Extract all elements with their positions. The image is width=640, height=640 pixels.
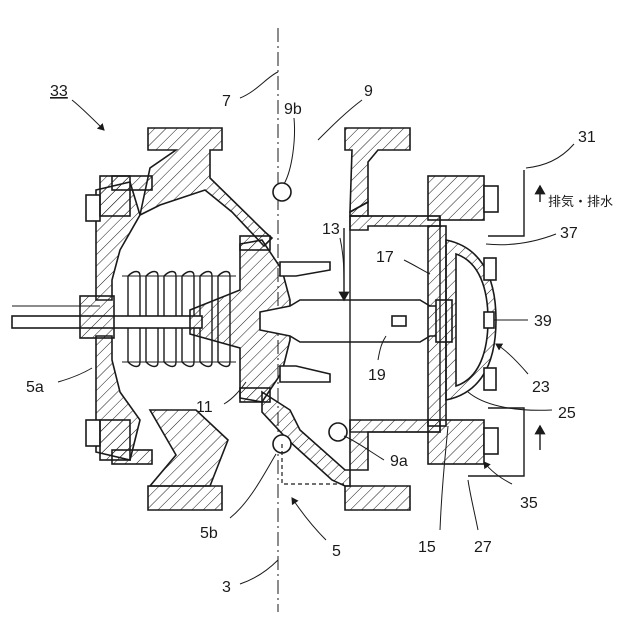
right-bolt-mid-top <box>484 258 496 280</box>
leader-3 <box>240 560 278 584</box>
label-25: 25 <box>558 405 576 422</box>
leader-5b <box>230 454 276 518</box>
label-9: 9 <box>364 83 373 100</box>
label-7: 7 <box>222 93 231 110</box>
port-9b <box>273 183 291 201</box>
label-13: 13 <box>322 221 340 238</box>
leader-35 <box>484 462 512 484</box>
disc-fins-upper <box>280 262 330 276</box>
right-flange-bottom <box>428 420 484 464</box>
valve-body-lower <box>148 486 222 510</box>
port-39 <box>484 312 494 328</box>
leader-5a <box>58 368 92 382</box>
left-cover-plate-top <box>112 176 152 190</box>
label-9b: 9b <box>284 101 302 118</box>
label-23: 23 <box>532 379 550 396</box>
right-flange-top <box>428 176 484 220</box>
diaphragm-plate <box>428 226 446 426</box>
leader-9b <box>284 118 295 184</box>
disc-seal-upper <box>240 236 270 250</box>
label-31: 31 <box>578 129 596 146</box>
disc-fins-lower <box>280 366 330 382</box>
label-17: 17 <box>376 249 394 266</box>
leader-7 <box>240 72 278 98</box>
stem <box>260 300 450 342</box>
disc-seal-lower <box>240 388 270 402</box>
valve-body-right-upper <box>350 216 440 230</box>
leader-5 <box>292 498 326 540</box>
leader-23 <box>496 344 528 374</box>
label-exhaust: 排気・排水 <box>548 194 613 210</box>
port-9a <box>329 423 347 441</box>
leader-27 <box>468 480 478 530</box>
label-5a: 5a <box>26 379 44 396</box>
label-27: 27 <box>474 539 492 556</box>
valve-body-lower-left <box>150 410 228 486</box>
label-5: 5 <box>332 543 341 560</box>
label-33: 33 <box>50 83 68 100</box>
valve-body-upper <box>140 128 272 246</box>
label-39: 39 <box>534 313 552 330</box>
right-bolt-top <box>484 186 498 212</box>
left-rod-guide <box>80 296 114 338</box>
leader-31 <box>526 144 574 168</box>
valve-body-upper-right <box>345 128 410 212</box>
right-bolt-mid-bottom <box>484 368 496 390</box>
leader-17 <box>404 260 430 274</box>
left-bolt-top <box>86 195 100 221</box>
label-11: 11 <box>196 399 213 416</box>
label-3: 3 <box>222 579 231 596</box>
label-9a: 9a <box>390 453 408 470</box>
left-bolt-bottom <box>86 420 100 446</box>
leader-33 <box>72 100 104 130</box>
label-35: 35 <box>520 495 538 512</box>
left-cover-plate-bottom <box>112 450 152 464</box>
right-bolt-bottom <box>484 428 498 454</box>
label-37: 37 <box>560 225 578 242</box>
stem-slot <box>392 316 406 326</box>
label-5b: 5b <box>200 525 218 542</box>
label-19: 19 <box>368 367 386 384</box>
valve-body-lower-right <box>345 486 410 510</box>
label-15: 15 <box>418 539 436 556</box>
